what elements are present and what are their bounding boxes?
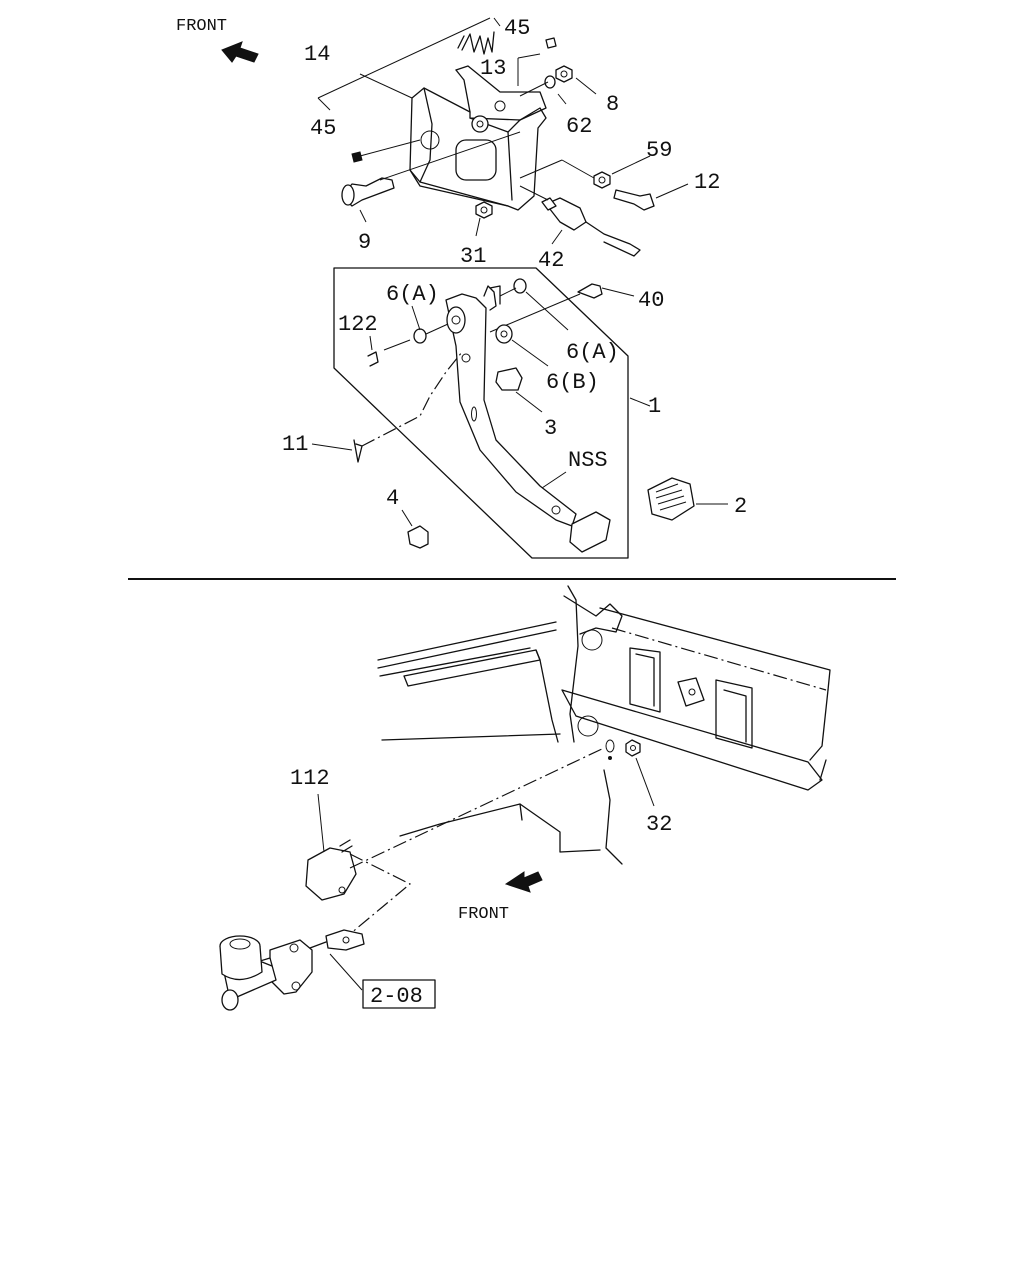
callout-3: 3 — [544, 416, 557, 441]
steering-support-bracket — [563, 595, 623, 635]
pedal-lever-group — [333, 267, 629, 559]
nut-32 — [625, 739, 641, 757]
callout-122: 122 — [338, 312, 378, 337]
callout-14: 14 — [304, 42, 330, 67]
bolt-12 — [613, 189, 655, 211]
callout-59: 59 — [646, 138, 672, 163]
pushrod-clevis — [325, 929, 365, 951]
callout-112: 112 — [290, 766, 330, 791]
clutch-pedal-arm — [445, 293, 577, 527]
stopper-3 — [495, 367, 523, 391]
pedal-pad-cover — [647, 477, 695, 521]
callout-62: 62 — [566, 114, 592, 139]
callout-31: 31 — [460, 244, 486, 269]
callout-2: 2 — [734, 494, 747, 519]
assembly-boundary-1 — [333, 267, 629, 559]
pedal-pad — [569, 511, 611, 553]
master-cylinder-gasket — [305, 847, 357, 901]
front-arrow-bottom-icon — [504, 871, 543, 893]
bushing-6a-right — [513, 278, 527, 294]
nut-59 — [593, 171, 611, 189]
callout-4: 4 — [386, 486, 399, 511]
clip-122 — [367, 351, 379, 367]
front-label-bottom: FRONT — [458, 905, 509, 924]
callout-11: 11 — [282, 432, 308, 457]
callout-45-top: 45 — [504, 16, 530, 41]
cap-4 — [407, 525, 429, 549]
master-cylinder-body — [269, 939, 313, 995]
bracket-cutout — [455, 139, 497, 181]
callout-6b: 6(B) — [546, 370, 599, 395]
callout-42: 42 — [538, 248, 564, 273]
front-arrow-icon — [221, 41, 259, 63]
callout-9: 9 — [358, 230, 371, 255]
bolt-40 — [577, 283, 603, 299]
front-arrow-bottom: FRONT — [458, 871, 543, 924]
dash-panel-structure — [377, 585, 831, 865]
callout-40: 40 — [638, 288, 664, 313]
ref-box-2-08 — [362, 979, 436, 1009]
bushing-6a-left — [413, 328, 427, 344]
pedal-bracket-assembly — [341, 31, 655, 257]
cotter-pin-11 — [353, 439, 363, 463]
callout-32: 32 — [646, 812, 672, 837]
callout-12: 12 — [694, 170, 720, 195]
bolt-45-left — [351, 151, 363, 163]
nut-8 — [555, 65, 573, 83]
callout-6a-left: 6(A) — [386, 282, 439, 307]
callout-45-left: 45 — [310, 116, 336, 141]
pivot-bolt — [341, 177, 395, 207]
callout-13: 13 — [480, 56, 506, 81]
callout-nss: NSS — [568, 448, 608, 473]
cross-member — [561, 689, 823, 791]
bushing-6b — [495, 324, 513, 344]
bolt-45-top — [545, 37, 557, 49]
master-cylinder-assembly: 2-08 — [219, 747, 605, 1011]
callout-8: 8 — [606, 92, 619, 117]
leader-lines-top — [311, 17, 728, 527]
return-spring — [461, 31, 495, 55]
nut-31 — [475, 201, 493, 219]
callout-1: 1 — [648, 394, 661, 419]
ref-box-label: 2-08 — [370, 984, 423, 1009]
washer-62 — [544, 75, 556, 89]
front-arrow-top: FRONT — [176, 17, 259, 63]
callouts-top: 45 13 14 8 62 45 59 12 9 31 42 6(A) 40 1… — [282, 16, 747, 519]
callouts-bottom: 112 32 — [290, 757, 672, 853]
callout-6a-right: 6(A) — [566, 340, 619, 365]
front-label-top: FRONT — [176, 17, 227, 36]
